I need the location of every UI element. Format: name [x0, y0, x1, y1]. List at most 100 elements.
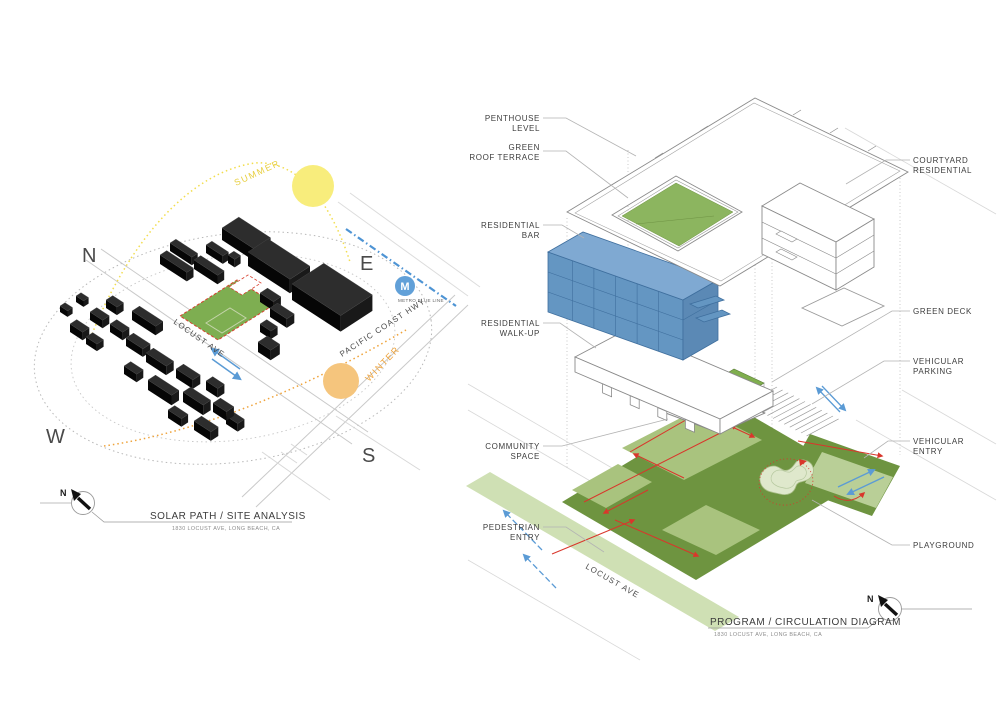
- context-building: [105, 295, 124, 308]
- svg-text:ENTRY: ENTRY: [510, 533, 540, 542]
- label-residential-bar: RESIDENTIAL: [481, 221, 540, 230]
- metro-logo-icon: [395, 276, 415, 296]
- context-building: [340, 294, 373, 332]
- context-building: [257, 335, 281, 351]
- north-arrow-head: [71, 489, 81, 501]
- context-building: [167, 405, 189, 419]
- context-lines: [467, 127, 997, 661]
- lower-wing-slab: [800, 287, 886, 327]
- context-building: [205, 376, 225, 389]
- context-building: [122, 327, 130, 341]
- context-building: [194, 260, 218, 285]
- context-building: [206, 381, 218, 398]
- playground-area: [758, 458, 814, 506]
- context-building: [131, 305, 164, 327]
- label-playground: PLAYGROUND: [913, 541, 974, 550]
- context-building: [182, 386, 212, 406]
- site-buildings: [59, 216, 373, 441]
- winter-label: WINTER: [363, 344, 402, 383]
- context-building: [193, 255, 225, 276]
- context-building: [291, 263, 373, 316]
- label-vehicular-entry: VEHICULAR: [913, 437, 964, 446]
- label-vehicular-parking: VEHICULAR: [913, 357, 964, 366]
- label-penthouse-level: PENTHOUSE: [485, 114, 540, 123]
- context-building: [169, 238, 199, 258]
- street-lines: [85, 192, 481, 508]
- context-building: [260, 324, 271, 340]
- context-building: [124, 366, 137, 383]
- context-building: [102, 315, 110, 329]
- site-boundary-ellipse-outer: [33, 231, 433, 465]
- context-building: [227, 250, 241, 260]
- context-building: [86, 337, 97, 352]
- vehicular-parking-arrow: [815, 386, 841, 413]
- context-building: [147, 374, 180, 396]
- context-building: [259, 287, 282, 302]
- context-building: [175, 363, 201, 381]
- context-building: [270, 308, 287, 328]
- svg-text:ROOF TERRACE: ROOF TERRACE: [469, 153, 540, 162]
- context-building: [212, 397, 235, 412]
- context-building: [181, 414, 189, 427]
- context-building: [136, 369, 144, 383]
- winter-sun-path: [103, 329, 407, 447]
- site-notch: [228, 274, 262, 296]
- label-courtyard-residential: COURTYARD: [913, 156, 968, 165]
- right-north-letter: N: [867, 594, 874, 604]
- context-building: [205, 240, 229, 257]
- context-building: [70, 324, 83, 341]
- metro-blue-line: [345, 228, 457, 307]
- label-residential-walkup: RESIDENTIAL: [481, 319, 540, 328]
- label-green-roof-terrace: GREEN: [509, 143, 540, 152]
- context-building: [60, 306, 68, 317]
- svg-text:LEVEL: LEVEL: [512, 124, 540, 133]
- site-footprint-outline: [205, 307, 247, 334]
- context-building: [226, 416, 238, 432]
- winter-sun: [323, 363, 359, 399]
- context-building: [259, 319, 278, 332]
- context-building: [237, 419, 245, 432]
- compass-s-label: S: [362, 445, 376, 467]
- context-building: [166, 361, 174, 376]
- metro-line-label: METRO BLUE LINE: [398, 298, 444, 303]
- left-north-arrow: N: [40, 488, 292, 523]
- context-building: [270, 344, 280, 361]
- program-circulation-diagram: LOCUST AVE: [466, 97, 997, 661]
- penthouse-roof-ring: [566, 97, 909, 287]
- residential-bar-volume: [547, 231, 732, 361]
- context-building: [292, 284, 341, 332]
- context-building: [176, 369, 193, 389]
- summer-sun: [292, 165, 334, 207]
- left-label-column: PENTHOUSE LEVEL GREEN ROOF TERRACE RESID…: [469, 114, 540, 542]
- context-building: [210, 427, 219, 441]
- context-building: [222, 228, 254, 261]
- context-building: [75, 292, 89, 302]
- context-building: [132, 311, 156, 336]
- compass-w-label: W: [46, 426, 66, 448]
- label-pedestrian-entry: PEDESTRIAN: [483, 523, 540, 532]
- north-arrow-head: [878, 595, 888, 607]
- context-building: [226, 406, 234, 421]
- context-building: [146, 353, 167, 376]
- right-title: PROGRAM / CIRCULATION DIAGRAM: [710, 617, 901, 628]
- svg-text:BAR: BAR: [522, 231, 540, 240]
- context-building: [170, 243, 192, 266]
- context-building: [221, 216, 271, 249]
- metro-logo-letter: M: [400, 281, 409, 293]
- context-building: [155, 321, 163, 336]
- context-building: [228, 255, 235, 268]
- context-building: [260, 293, 274, 311]
- context-building: [192, 375, 201, 389]
- context-building: [142, 344, 151, 357]
- context-building: [96, 339, 104, 352]
- context-building: [116, 302, 124, 316]
- context-building: [206, 245, 223, 264]
- context-building: [69, 319, 90, 333]
- locust-traffic-arrows: [210, 347, 242, 381]
- left-subtitle: 1830 LOCUST AVE, LONG BEACH, CA: [172, 526, 280, 532]
- label-green-deck: GREEN DECK: [913, 307, 972, 316]
- context-building: [194, 421, 211, 441]
- locust-street-band: [466, 472, 739, 631]
- context-building: [160, 255, 187, 282]
- compass-e-label: E: [360, 253, 374, 275]
